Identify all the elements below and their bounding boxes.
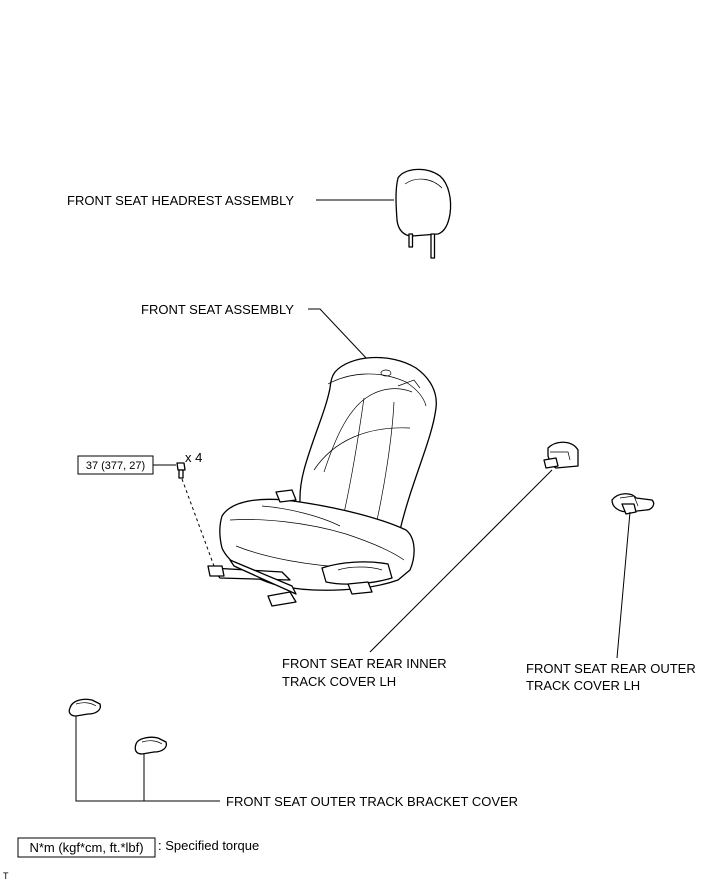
outer-track-bracket-cover-b [134,736,168,755]
torque-spec-value: 37 (377, 27) [86,460,145,472]
headrest-label: FRONT SEAT HEADREST ASSEMBLY [67,193,294,208]
bolt-install-dashed-line [181,478,215,567]
legend-unit-text: N*m (kgf*cm, ft.*lbf) [29,840,143,855]
legend-unit-box [17,837,156,858]
front-seat-assembly [207,356,437,607]
outer-bracket-label: FRONT SEAT OUTER TRACK BRACKET COVER [226,794,518,809]
outer-bracket-leader-line-a [75,716,220,802]
rear-inner-label-line1: FRONT SEAT REAR INNER [282,656,447,671]
rear-inner-leader-line [369,469,553,653]
rear-inner-label-line2: TRACK COVER LH [282,674,396,689]
seat-leader-line [308,308,369,361]
bolt-quantity: x 4 [185,450,202,465]
rear-outer-label-line1: FRONT SEAT REAR OUTER [526,661,696,676]
rear-outer-track-cover [611,493,655,515]
rear-outer-label-line2: TRACK COVER LH [526,678,640,693]
rear-outer-leader-line [616,511,631,659]
corner-mark: T [3,871,9,881]
legend-description: : Specified torque [158,838,259,853]
outer-track-bracket-cover-a [68,698,102,717]
rear-inner-track-cover [543,441,579,469]
seat-label: FRONT SEAT ASSEMBLY [141,302,294,317]
bolt-icon [176,462,186,479]
headrest-assembly [395,168,452,259]
